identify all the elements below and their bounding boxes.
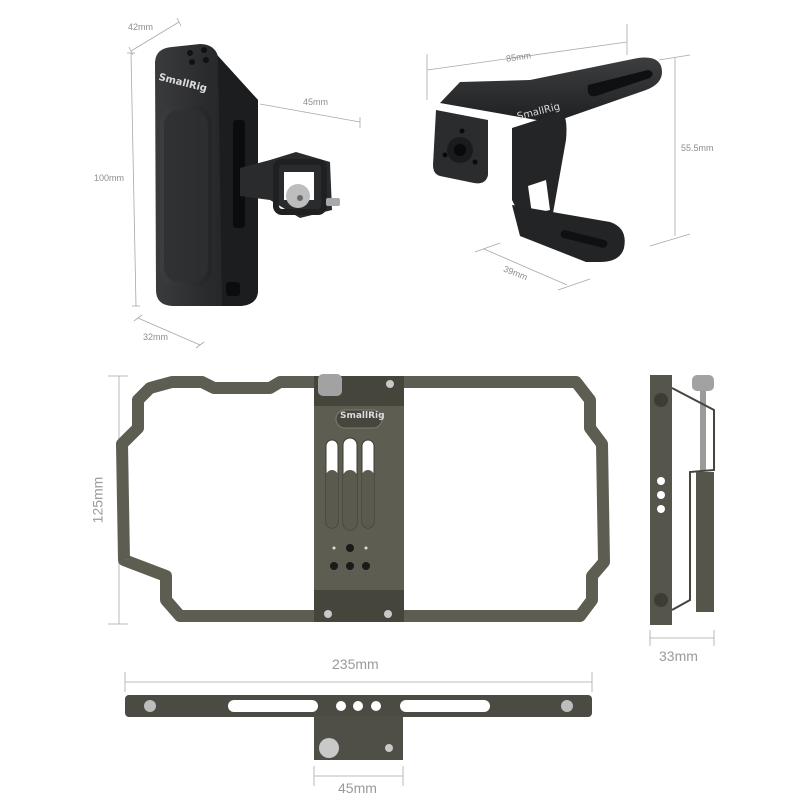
phone-cage-clamp-width-label: 45mm [338, 780, 377, 796]
phone-cage-height-label: 125mm [89, 476, 106, 524]
side-handle-arm-label: 45mm [303, 97, 329, 107]
phone-cage-brand-logo: SmallRig [340, 411, 385, 421]
phone-cage-side-illustration [649, 375, 715, 646]
top-handle-height-label: 55.5mm [681, 143, 714, 153]
phone-cage-top-illustration [124, 672, 593, 786]
side-handle-height-label: 100mm [94, 173, 125, 183]
phone-cage-depth-label: 33mm [659, 648, 698, 664]
phone-cage-front-view: SmallRig 125mm [0, 360, 630, 640]
phone-cage-front-illustration [108, 374, 610, 625]
phone-cage-length-label: 235mm [332, 656, 379, 672]
phone-cage-top-view: 235mm 45mm [110, 650, 600, 800]
side-handle-depth-label: 42mm [128, 22, 154, 32]
top-handle-product: SmallRig 85mm 55.5mm 39mm [400, 0, 800, 320]
top-handle-illustration [426, 24, 691, 291]
side-handle-product: SmallRig 42mm 100mm 45mm 32mm [0, 0, 380, 350]
side-handle-width-label: 32mm [143, 332, 169, 342]
side-handle-illustration [127, 17, 361, 349]
phone-cage-side-view: 33mm [630, 360, 750, 670]
